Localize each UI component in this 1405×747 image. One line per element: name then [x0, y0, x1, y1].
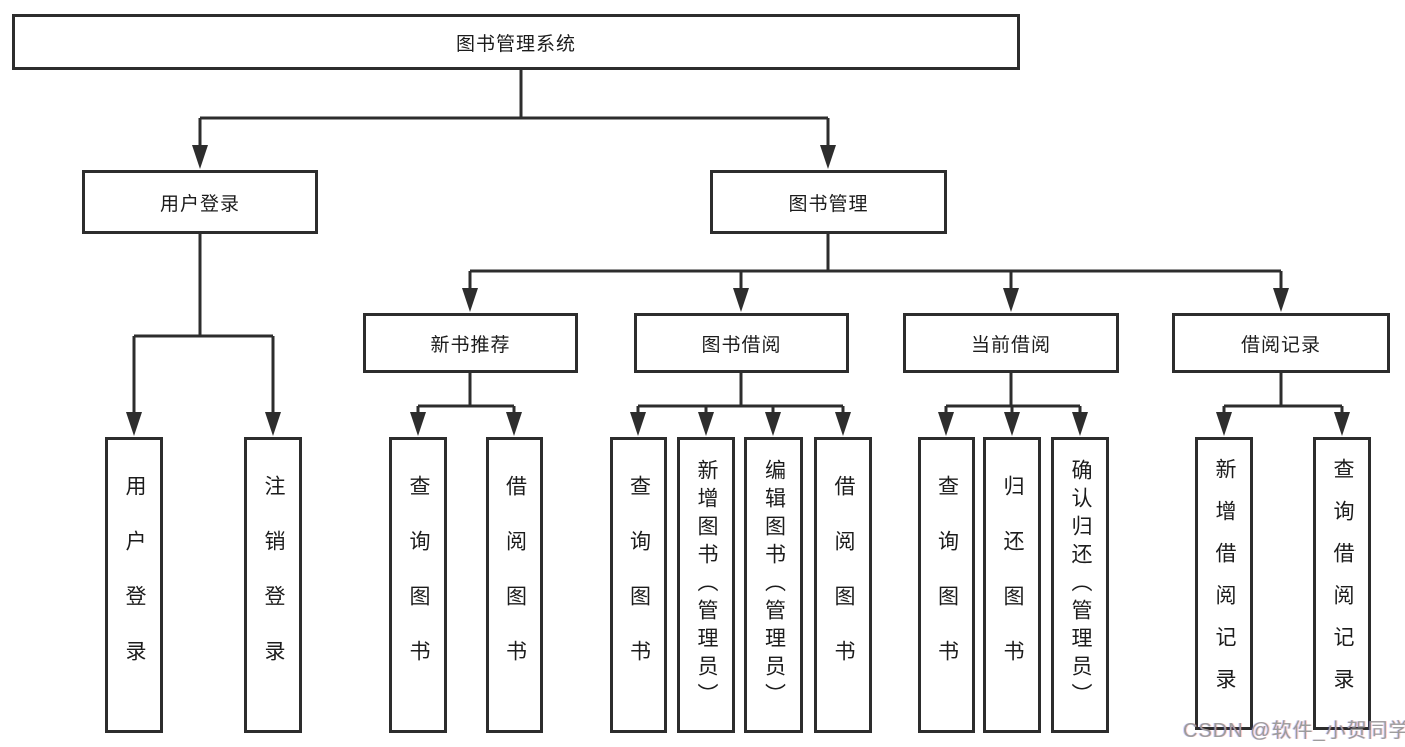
leaf-borrow-book: 借阅图书	[814, 437, 872, 733]
node-book-borrow: 图书借阅	[634, 313, 849, 373]
leaf-borrow-book-newrec: 借阅图书	[486, 437, 543, 733]
leaf-add-borrow-record: 新增借阅记录	[1195, 437, 1253, 730]
leaf-query-book-newrec: 查询图书	[389, 437, 447, 733]
leaf-logout: 注销登录	[244, 437, 302, 733]
node-book-management: 图书管理	[710, 170, 947, 234]
leaf-user-login: 用户登录	[105, 437, 163, 733]
watermark-text: CSDN @软件_小贺同学	[1183, 720, 1405, 742]
leaf-query-book-current: 查询图书	[918, 437, 975, 733]
node-user-login: 用户登录	[82, 170, 318, 234]
node-current-borrow: 当前借阅	[903, 313, 1119, 373]
node-root: 图书管理系统	[12, 14, 1020, 70]
leaf-query-borrow-record: 查询借阅记录	[1313, 437, 1371, 730]
leaf-query-book-borrow: 查询图书	[610, 437, 667, 733]
leaf-add-book-admin: 新增图书（管理员）	[677, 437, 735, 733]
leaf-edit-book-admin: 编辑图书（管理员）	[744, 437, 803, 733]
leaf-confirm-return-admin: 确认归还（管理员）	[1051, 437, 1109, 733]
node-new-book-recommend: 新书推荐	[363, 313, 578, 373]
leaf-return-book: 归还图书	[983, 437, 1041, 733]
node-borrow-record: 借阅记录	[1172, 313, 1390, 373]
